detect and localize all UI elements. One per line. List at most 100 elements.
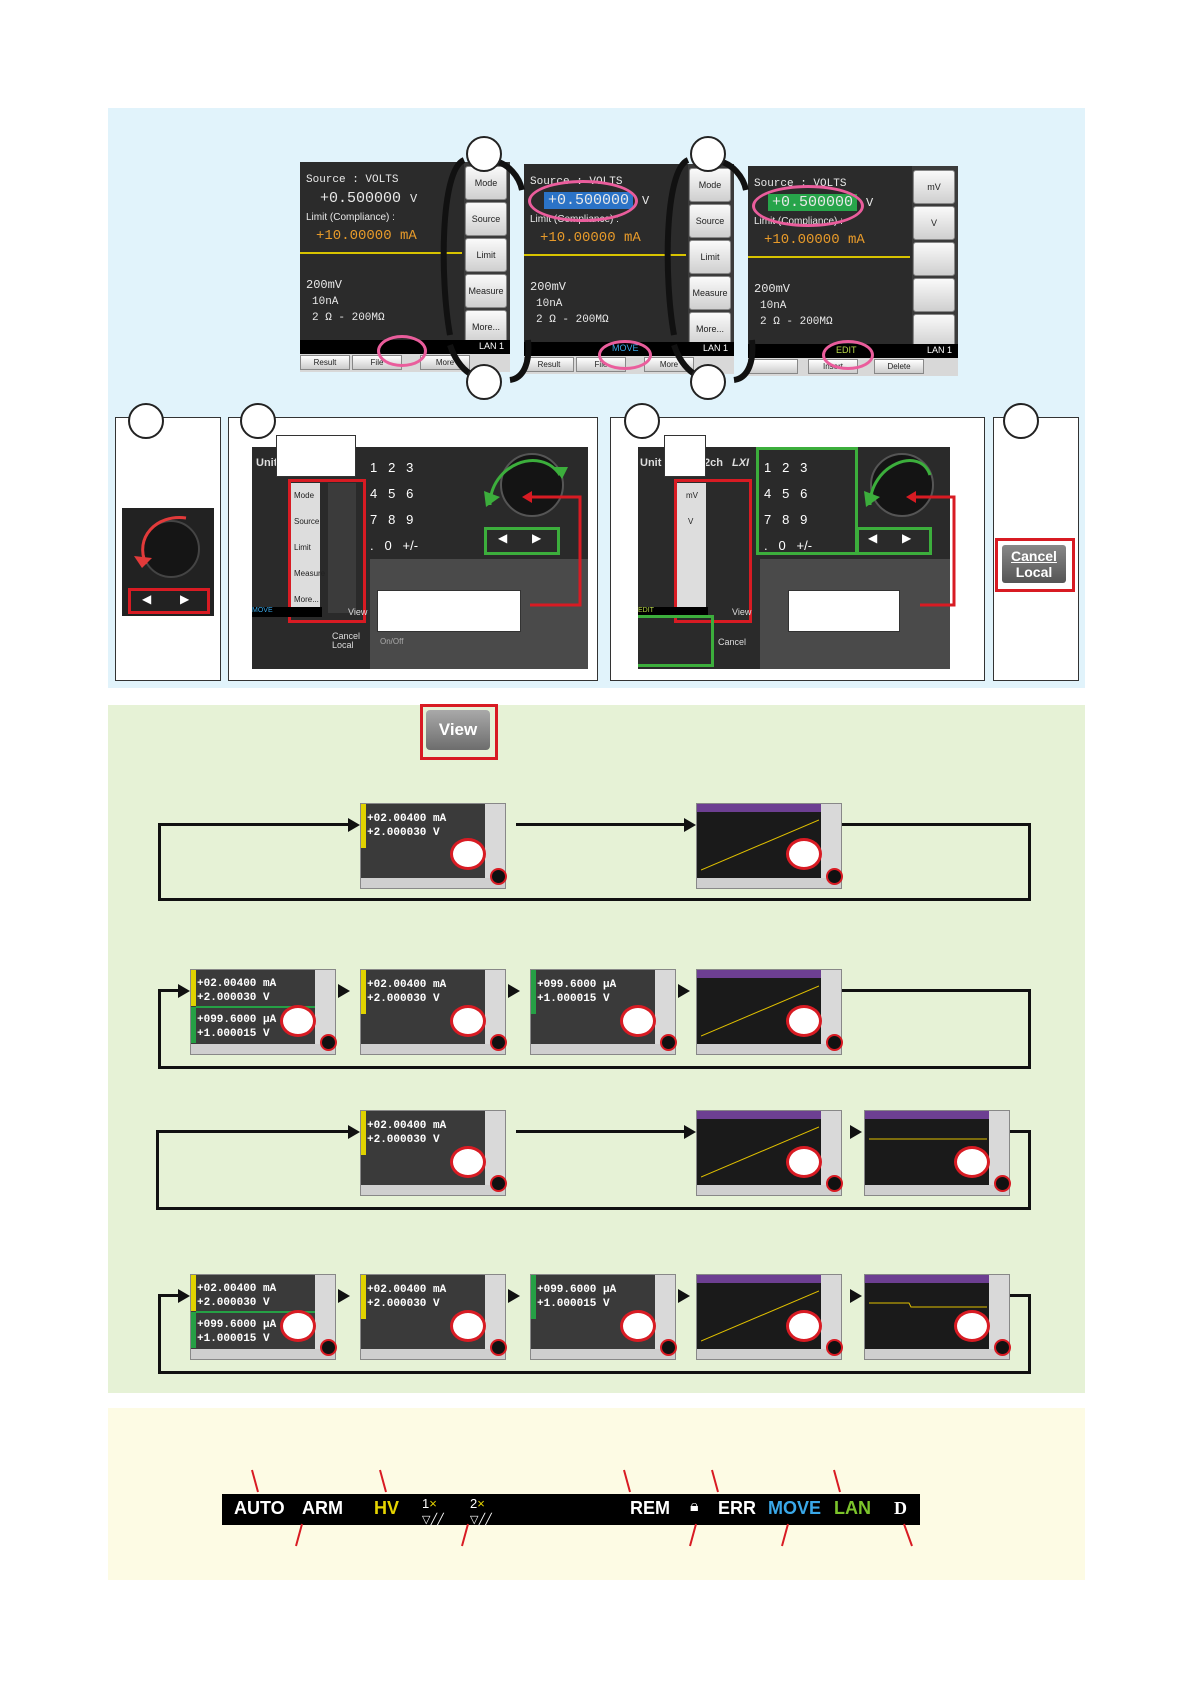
- left-arrow-icon[interactable]: ◀: [498, 531, 508, 545]
- softkey-2[interactable]: Source: [689, 204, 731, 238]
- numpad[interactable]: 1 2 3 4 5 6 7 8 9 . 0 +/-: [764, 460, 813, 553]
- knob-arrows: [484, 459, 582, 607]
- lxi-logo: LXI: [732, 457, 750, 469]
- front-panel-edit: Unit 2ch LXI mV V EDIT 1 2 3 4 5 6 7 8 9…: [638, 447, 950, 669]
- thumb-graph: [696, 969, 842, 1055]
- softkey-4[interactable]: Measure: [689, 276, 731, 310]
- softkey-mv[interactable]: mV: [913, 170, 955, 204]
- indicator-ring: [660, 1339, 677, 1356]
- view-key[interactable]: View: [348, 607, 368, 617]
- arrow-icon: [348, 1125, 360, 1139]
- mv-key[interactable]: mV: [686, 491, 698, 500]
- auto-indicator: AUTO: [234, 1498, 285, 1518]
- softkey-5[interactable]: [913, 314, 955, 348]
- measure-key[interactable]: Measure: [294, 569, 326, 578]
- softkey-1[interactable]: Mode: [689, 168, 731, 202]
- arrow-icon: [338, 1289, 350, 1303]
- current: 10nA: [536, 298, 563, 310]
- indicator-ring: [826, 1339, 843, 1356]
- mode-key[interactable]: Mode: [294, 491, 315, 500]
- move-indicator: MOVE: [252, 607, 322, 617]
- indicator-ring: [490, 1339, 507, 1356]
- softkey-3[interactable]: [913, 242, 955, 276]
- indicator-ring: [660, 1034, 677, 1051]
- value-highlight-2: [528, 180, 638, 222]
- cancel-key[interactable]: Cancel: [718, 637, 747, 647]
- step-circle: [466, 364, 502, 400]
- edit-indicator: EDIT: [638, 607, 708, 617]
- loop-line: [516, 823, 686, 826]
- label-box: [377, 590, 521, 632]
- view-key[interactable]: View: [732, 607, 752, 617]
- softkey-2[interactable]: Source: [465, 202, 507, 236]
- label-box: [664, 435, 706, 477]
- delete-button[interactable]: Delete: [874, 359, 924, 374]
- source-key[interactable]: Source: [294, 517, 320, 526]
- limit-key[interactable]: Limit: [294, 543, 311, 552]
- v-key[interactable]: V: [688, 517, 694, 526]
- arrow-icon: [338, 984, 350, 998]
- loop-line: [158, 1371, 1031, 1374]
- callout: [786, 1310, 822, 1342]
- rotary-knob[interactable]: [500, 453, 564, 517]
- label-box: [276, 435, 356, 477]
- loop-line: [1028, 1130, 1031, 1210]
- cancel-key[interactable]: Cancel: [332, 631, 361, 641]
- left-arrow-icon[interactable]: ◀: [142, 592, 152, 606]
- more-key[interactable]: More...: [294, 595, 319, 604]
- thumb-graph: [696, 1274, 842, 1360]
- arrow-keys-highlight: [856, 527, 932, 555]
- loop-line: [156, 1130, 159, 1210]
- arrow-keys-highlight: [484, 527, 560, 555]
- callout: [786, 1005, 822, 1037]
- indicator-ring: [826, 868, 843, 885]
- softkey-4[interactable]: Measure: [465, 274, 507, 308]
- numpad[interactable]: 1 2 3 4 5 6 7 8 9 . 0 +/-: [370, 460, 419, 553]
- softkeys-highlight: [288, 479, 366, 623]
- indicator-ring: [826, 1175, 843, 1192]
- step-circle: [466, 136, 502, 172]
- indicator-ring: [994, 1175, 1011, 1192]
- loop-line: [1028, 989, 1031, 1069]
- loop-line: [158, 898, 1031, 901]
- left-arrow-icon[interactable]: ◀: [868, 531, 878, 545]
- onoff-key[interactable]: On/Off: [380, 637, 404, 646]
- rem-indicator: REM: [630, 1498, 670, 1518]
- loop-line: [1028, 823, 1031, 901]
- result-button[interactable]: Result: [300, 355, 350, 370]
- status-lan: LAN 1: [926, 345, 952, 355]
- callout: [280, 1310, 316, 1342]
- status-highlight-1: [377, 335, 427, 367]
- result-button[interactable]: Result: [524, 357, 574, 372]
- resistance: 2 Ω - 200MΩ: [312, 312, 385, 324]
- range: 200mV: [530, 280, 567, 294]
- softkey-v[interactable]: V: [913, 206, 955, 240]
- resistance: 2 Ω - 200MΩ: [536, 314, 609, 326]
- arrow-icon: [178, 984, 190, 998]
- right-arrow-icon[interactable]: ▶: [180, 592, 190, 606]
- view-button[interactable]: View: [426, 710, 490, 750]
- step-circle: [1003, 403, 1039, 439]
- right-arrow-icon[interactable]: ▶: [532, 531, 542, 545]
- limit-value: +10.00000 mA: [316, 228, 417, 244]
- arrow-icon: [684, 818, 696, 832]
- step-circle: [690, 136, 726, 172]
- value-highlight-3: [752, 185, 864, 227]
- softkeys-highlight: [674, 479, 752, 623]
- softkey-4[interactable]: [913, 278, 955, 312]
- softkey-3[interactable]: Limit: [465, 238, 507, 272]
- arrow-icon: [348, 818, 360, 832]
- channel-label: 2ch: [704, 457, 723, 469]
- softkey-5[interactable]: More...: [465, 310, 507, 344]
- softkey-5[interactable]: More...: [689, 312, 731, 346]
- cancel-highlight: [995, 538, 1075, 592]
- softkey-3[interactable]: Limit: [689, 240, 731, 274]
- limit-label: Limit (Compliance) :: [306, 212, 395, 223]
- callout: [450, 1310, 486, 1342]
- lock-icon: 🔒︎: [690, 1498, 699, 1515]
- resistance: 2 Ω - 200MΩ: [760, 316, 833, 328]
- thumb-single: +02.00400 mA +2.000030 V: [360, 1110, 506, 1196]
- loop-line: [838, 989, 1031, 992]
- right-arrow-icon[interactable]: ▶: [902, 531, 912, 545]
